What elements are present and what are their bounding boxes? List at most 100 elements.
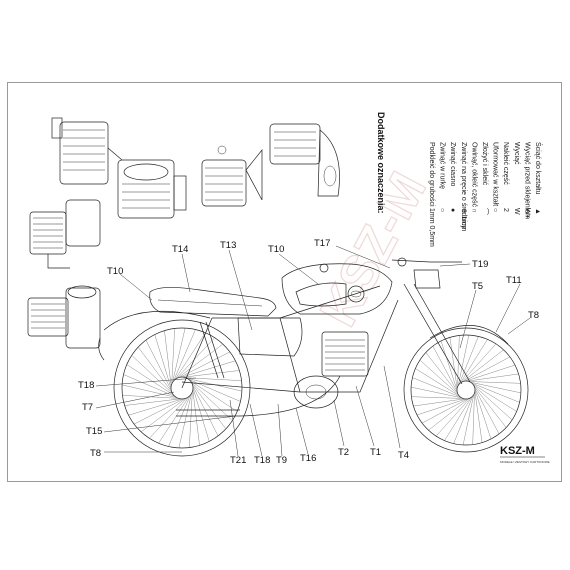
tank-badge [295,282,347,307]
label-t9: T9 [276,455,287,466]
legend-symbol: ⊕ 1mm [460,208,467,232]
wheel-spoke [134,398,184,425]
seat [149,287,277,317]
wheel-spoke [174,332,206,380]
wheel-spoke [428,398,470,431]
rear-wheel [113,319,251,457]
wheel-spoke [453,395,474,444]
wheel-spoke [419,359,459,395]
engine-sketch-3 [29,199,101,269]
wheel-spoke [191,382,233,421]
wheel-spoke [411,396,463,399]
label-t18-bottom: T18 [254,455,270,466]
wheel-spoke [131,355,173,394]
label-t10-left: T10 [107,266,123,277]
wheel-spoke [470,382,521,394]
wheel-spoke [123,374,175,397]
wheel-spoke [126,364,174,396]
wheel-spoke [412,377,461,398]
wheel-spoke [413,398,465,407]
legend-item: Zwinąć ciasno [449,142,456,186]
wheel-spoke [458,336,479,385]
wheel-spoke [192,389,200,446]
label-t7: T7 [82,402,93,413]
wheel-spoke [172,328,186,383]
wheel-spoke [474,389,492,440]
motorcycle-side-view [98,257,529,457]
legend-symbol: W [513,208,520,215]
wheel-spoke [192,386,219,436]
label-t15: T15 [86,426,102,437]
wheel-spoke [458,335,470,386]
leader-lines [95,245,531,457]
engine-sketch-2 [117,159,187,219]
label-t2: T2 [338,447,349,458]
wheel-spoke [173,329,196,381]
chain-guard [181,381,301,393]
legend-symbol: ○ [439,208,446,212]
legend-item: Wyciąć [513,142,520,165]
wheel-spoke [461,343,497,383]
legend-item: Złożyć i skleić [481,142,488,186]
wheel-spoke [128,398,183,416]
front-mudguard [429,325,509,345]
legend: Dodatkowe oznaczenia: Podkleić do gruboś… [376,112,543,247]
label-t17: T17 [314,238,330,249]
wheel-spoke [178,343,224,378]
wheel-spoke [472,393,475,445]
wheel-spoke [149,397,188,439]
label-t18-left: T18 [78,380,94,391]
wheel-spoke [473,385,513,421]
brand-subtitle: MODELE I ZESTAWY KARTONOWE [500,460,550,464]
wheel-spoke [440,340,458,391]
label-t5: T5 [472,281,483,292]
legend-symbol: 2 [502,208,509,212]
label-t8-right: T8 [528,310,539,321]
engine-sketch-4 [27,285,101,349]
legend-item: Wyciąć przed sklejeniem [523,142,530,219]
label-t21: T21 [230,455,246,466]
wheel-spoke [421,398,468,424]
label-t10-top: T10 [268,244,284,255]
wheel-spoke [464,356,511,382]
wheel-spoke [171,328,175,385]
wheel-spoke [168,395,191,447]
wheel-spoke [432,345,458,392]
wheel-spoke [444,396,472,441]
legend-item: Podkleić do grubości [428,142,435,207]
label-t4: T4 [398,450,409,461]
front-wheel [403,327,529,453]
wheel-spoke [474,388,500,435]
label-t11: T11 [506,275,522,286]
wheel-spoke [178,393,192,448]
engine [293,331,369,409]
headlight [413,269,441,289]
wheel-spoke [192,387,210,442]
wheel-spoke [474,391,483,443]
wheel-spoke [472,384,517,412]
legend-item: Owinąć, okleić część [470,142,477,207]
brand-logo: KSZ-M MODELE I ZESTAWY KARTONOWE [500,445,550,464]
frame [212,285,399,393]
wheel-spoke [190,380,238,412]
wheel-spoke [474,386,507,428]
wheel-spoke [183,370,240,378]
legend-symbol: ▲ [534,208,541,215]
wheel-spoke [176,337,215,379]
wheel-spoke [181,360,236,378]
wheel-spoke [462,349,504,382]
wheel-spoke [435,397,471,437]
legend-item: Nakleić część [502,142,509,185]
wheel-spoke [465,364,516,382]
label-t8-left: T8 [90,448,101,459]
fuel-tank [281,263,393,315]
wheel-spoke [425,352,458,394]
wheel-spoke [189,379,241,402]
label-t14: T14 [172,244,188,255]
side-cover [237,317,303,357]
label-t1: T1 [370,447,381,458]
wheel-spoke [415,368,460,396]
legend-item: Uformować w kształt [492,142,499,206]
wheel-spoke [145,340,172,390]
